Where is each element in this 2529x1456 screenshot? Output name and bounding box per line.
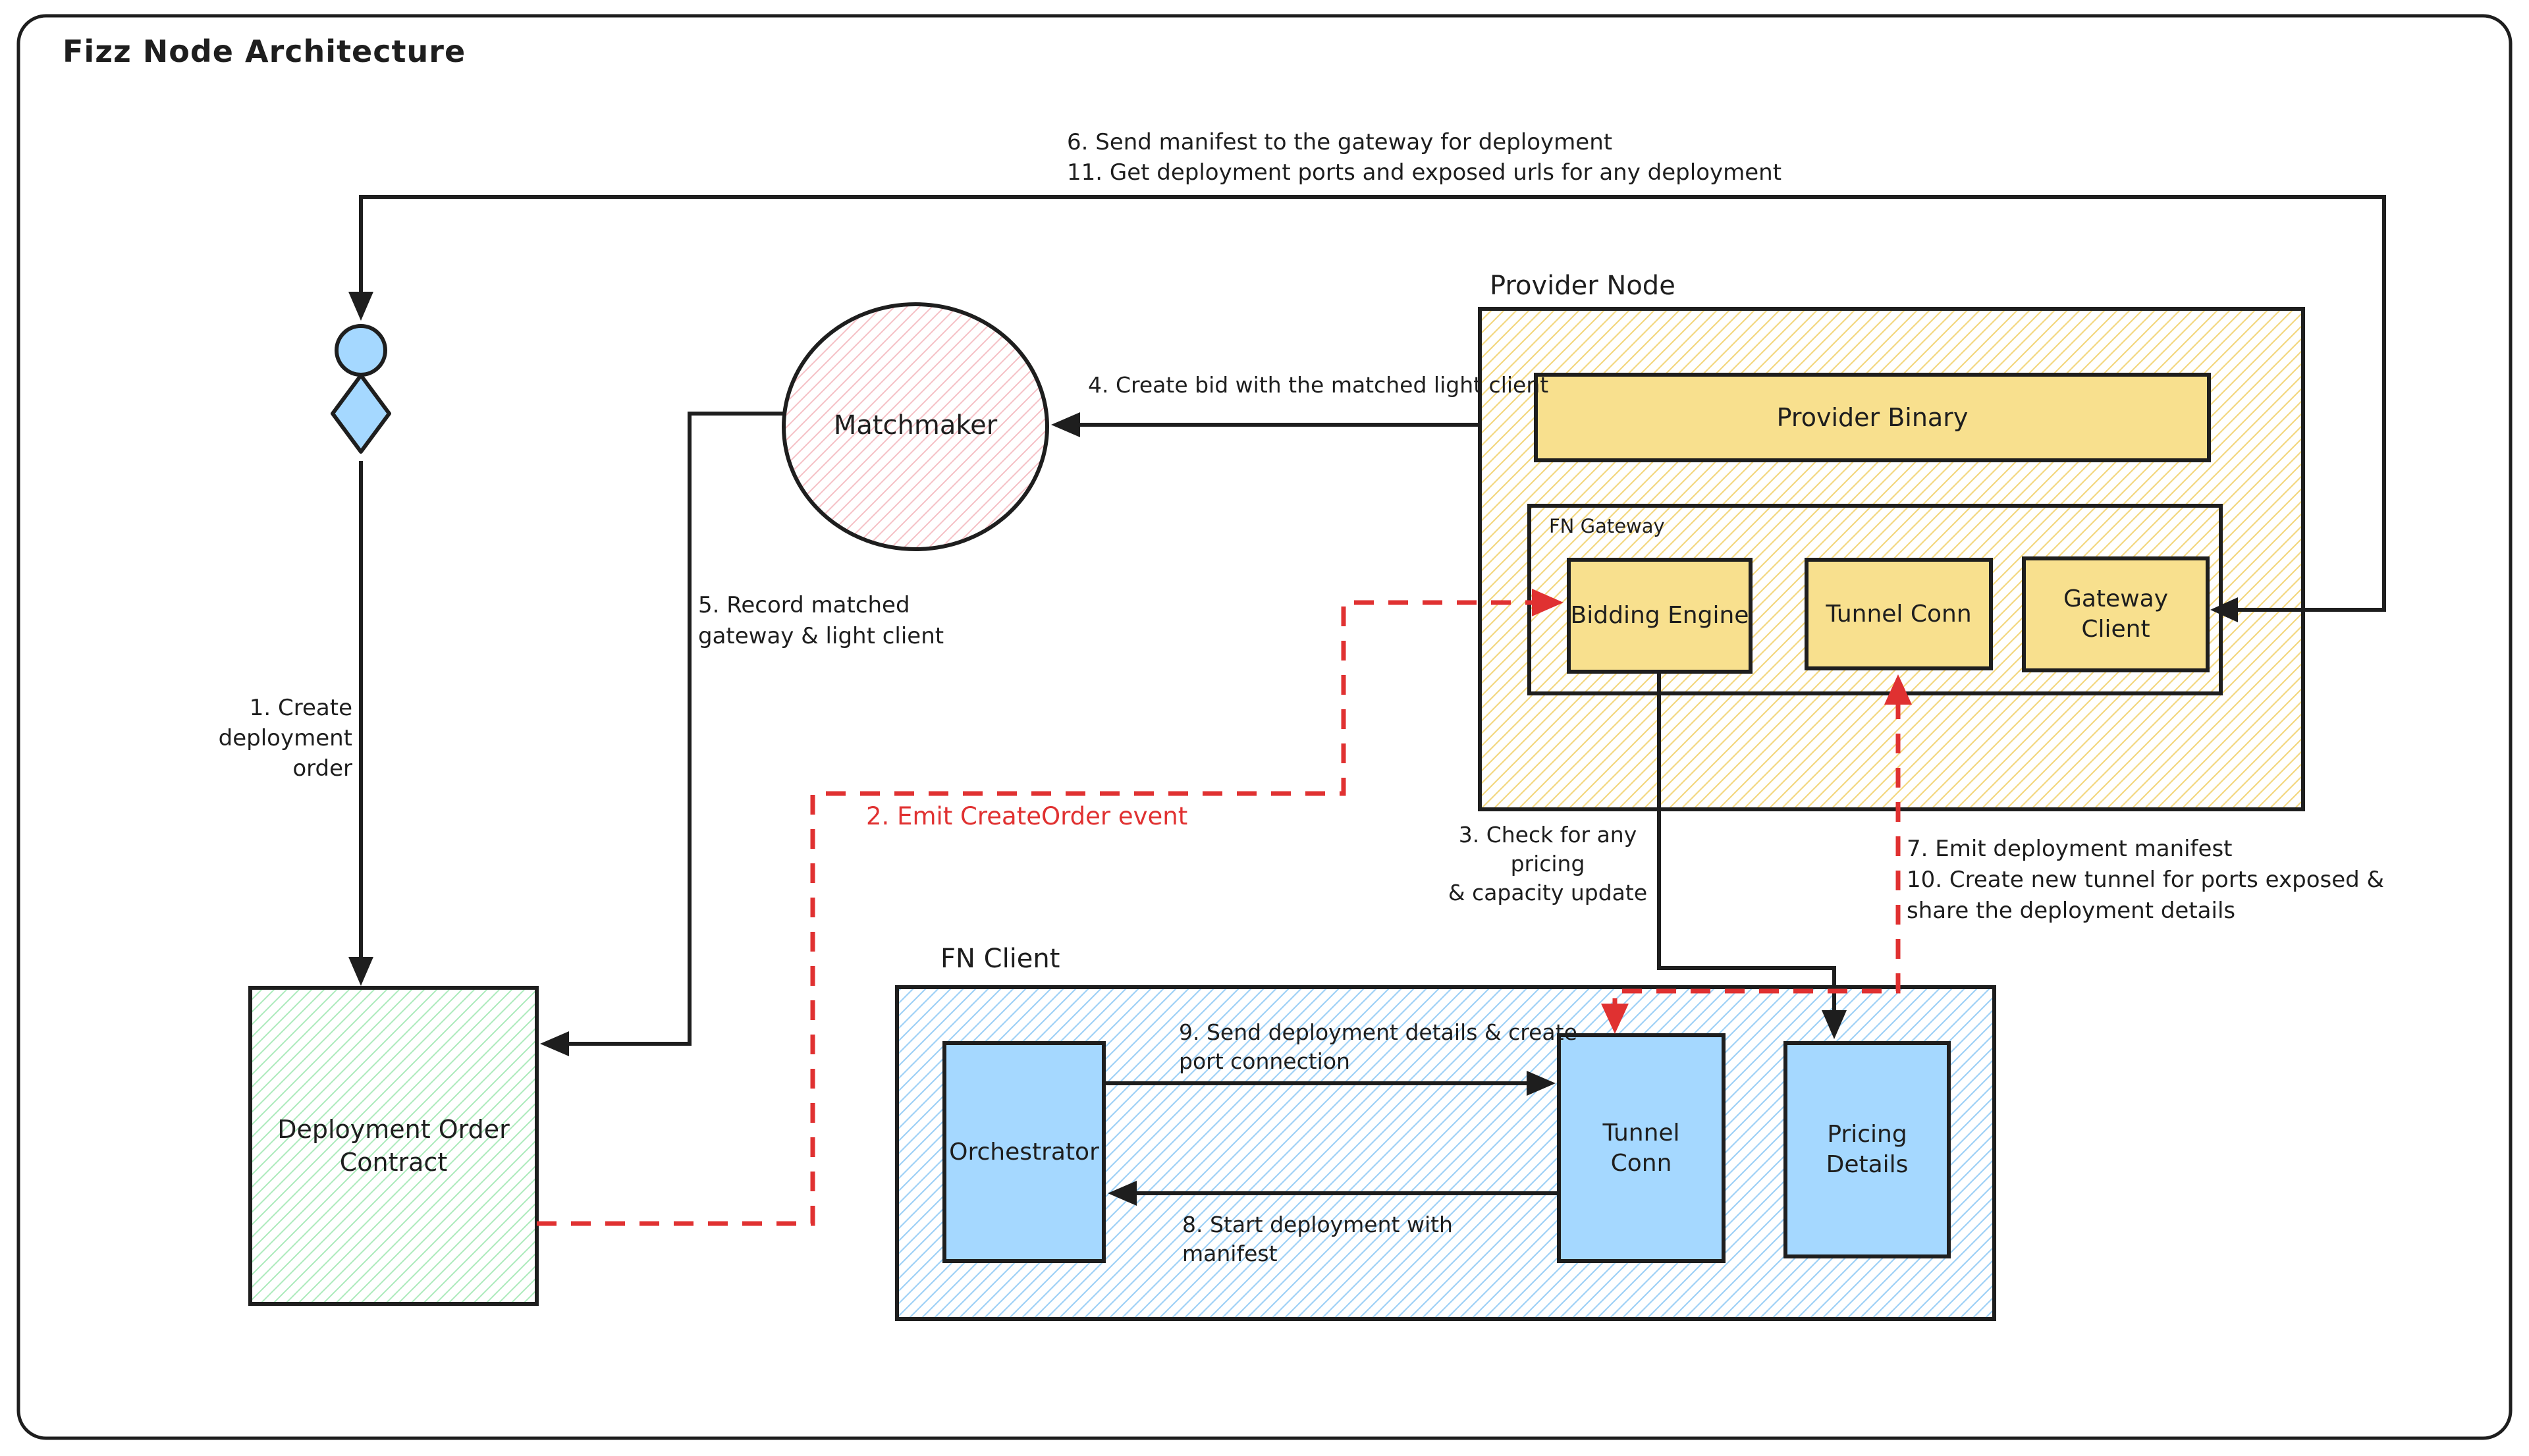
fn-gateway-box <box>1527 504 2223 695</box>
edge-label-start-deployment: 8. Start deployment with manifest <box>1182 1212 1453 1266</box>
edge-label-send-manifest-and-get-ports: 6. Send manifest to the gateway for depl… <box>1067 129 1782 186</box>
orchestrator-label: Orchestrator <box>949 1138 1099 1166</box>
provider-binary-box <box>1534 373 2211 462</box>
arrow-manifest-and-ports <box>348 195 2386 622</box>
fn-client-label: FN Client <box>940 944 1060 974</box>
gateway-client-box <box>2022 556 2210 672</box>
provider-node-label: Provider Node <box>1490 271 1675 301</box>
edge-label-create-bid: 4. Create bid with the matched light cli… <box>1088 372 1549 398</box>
arrow-start-deployment <box>1108 1181 1559 1206</box>
edge-label-check-pricing: 3. Check for any pricing & capacity upda… <box>1448 822 1648 905</box>
deployment-order-contract-box <box>248 986 539 1306</box>
matchmaker-label: Matchmaker <box>833 410 998 441</box>
pricing-details-label: Pricing Details <box>1826 1121 1909 1178</box>
arrow-create-deployment-order <box>348 461 373 986</box>
arrow-emit-manifest-create-tunnel <box>1601 674 1912 1034</box>
bidding-engine-box <box>1567 558 1753 674</box>
gateway-client-label: Gateway Client <box>2063 585 2169 643</box>
edge-label-emit-createorder: 2. Emit CreateOrder event <box>866 802 1188 830</box>
diagram-frame <box>16 14 2513 1440</box>
gateway-tunnel-conn-box <box>1805 558 1993 670</box>
edge-label-create-deployment-order: 1. Create deployment order <box>218 695 352 782</box>
orchestrator-box <box>942 1041 1106 1263</box>
client-tunnel-conn-box <box>1557 1033 1726 1263</box>
bidding-engine-label: Bidding Engine <box>1570 602 1749 630</box>
diagram-title: Fizz Node Architecture <box>63 34 466 69</box>
arrow-record-matched <box>540 412 785 1056</box>
edge-label-emit-manifest-create-tunnel: 7. Emit deployment manifest 10. Create n… <box>1907 836 2385 924</box>
deployment-order-contract-label: Deployment Order Contract <box>277 1115 510 1177</box>
provider-binary-label: Provider Binary <box>1776 402 1969 432</box>
gateway-tunnel-conn-label: Tunnel Conn <box>1826 600 1972 628</box>
user-icon <box>331 324 391 454</box>
edge-label-send-deployment-details: 9. Send deployment details & create port… <box>1179 1019 1577 1074</box>
fn-gateway-label: FN Gateway <box>1549 515 1665 537</box>
arrow-create-bid <box>1051 412 1480 437</box>
pricing-details-box <box>1783 1041 1951 1258</box>
client-tunnel-conn-label: Tunnel Conn <box>1602 1119 1680 1177</box>
arrow-send-deployment-details <box>1104 1071 1556 1096</box>
edge-label-record-matched: 5. Record matched gateway & light client <box>698 592 944 649</box>
matchmaker-ellipse <box>782 302 1049 551</box>
arrow-emit-createorder <box>537 589 1564 1226</box>
